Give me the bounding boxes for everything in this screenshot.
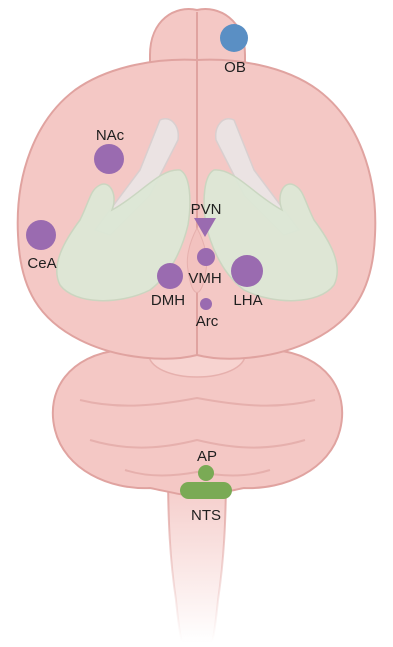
nts-marker bbox=[180, 482, 232, 499]
nac-marker bbox=[94, 144, 124, 174]
lha-marker bbox=[231, 255, 263, 287]
ap-label: AP bbox=[197, 448, 217, 465]
dmh-label: DMH bbox=[151, 292, 185, 309]
lha-label: LHA bbox=[233, 292, 262, 309]
nts-label: NTS bbox=[191, 507, 221, 524]
ob-marker bbox=[220, 24, 248, 52]
arc-marker bbox=[200, 298, 212, 310]
vmh-marker bbox=[197, 248, 215, 266]
cea-label: CeA bbox=[27, 255, 56, 272]
ap-marker bbox=[198, 465, 214, 481]
pvn-label: PVN bbox=[191, 201, 222, 218]
dmh-marker bbox=[157, 263, 183, 289]
vmh-label: VMH bbox=[188, 270, 221, 287]
nac-label: NAc bbox=[96, 127, 125, 144]
cea-marker bbox=[26, 220, 56, 250]
ob-label: OB bbox=[224, 59, 246, 76]
arc-label: Arc bbox=[196, 313, 219, 330]
